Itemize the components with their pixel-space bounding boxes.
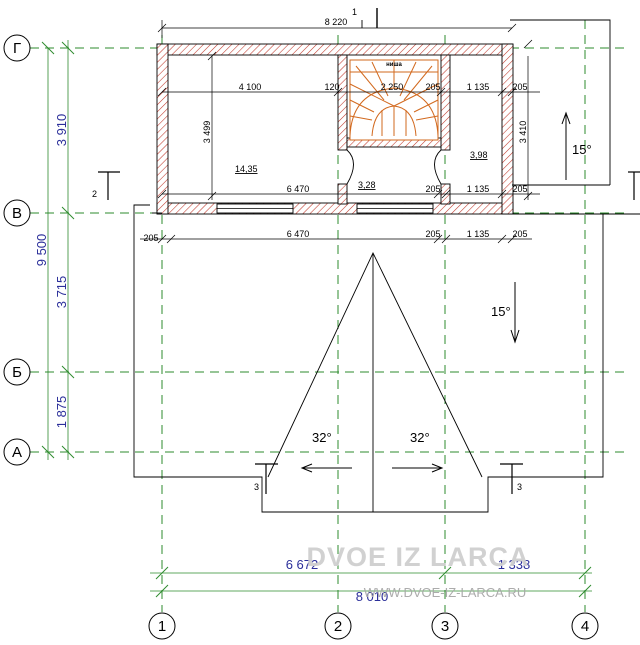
dim-3910: 3 910 (54, 114, 69, 147)
slope-right: 32° (410, 430, 430, 445)
stair-label: ниша (386, 62, 402, 68)
dim-6470-lower: 6 470 (287, 229, 310, 239)
dim-1135-mid: 1 135 (467, 184, 490, 194)
dim-8220: 8 220 (325, 17, 348, 27)
slope-mid: 15° (491, 304, 511, 319)
lower-dimension-lines (140, 234, 532, 244)
watermark-url: WWW.DVOE-IZ-LARCA.RU (364, 585, 527, 600)
dim-3499: 3 499 (202, 121, 212, 144)
slope-top: 15° (572, 142, 592, 157)
dim-120: 120 (324, 82, 339, 92)
svg-text:2: 2 (334, 618, 342, 635)
dim-6672: 6 672 (286, 557, 319, 572)
svg-text:1: 1 (158, 618, 166, 635)
watermark-brand: DVOE IZ LARCA (306, 542, 529, 572)
dim-2250: 2 250 (381, 82, 404, 92)
dim-1135-top: 1 135 (467, 82, 490, 92)
dim-205-lower-right: 205 (512, 229, 527, 239)
axis-grid (30, 20, 625, 612)
section-mark-3-right: 3 (517, 482, 522, 492)
axis-marker-v: В (3, 199, 31, 227)
dim-205-top: 205 (512, 82, 527, 92)
svg-text:4: 4 (581, 618, 589, 635)
dim-8010: 8 010 (356, 589, 389, 604)
left-dimensions (41, 40, 75, 460)
bottom-dimensions (150, 566, 592, 598)
dim-205-b: 205 (425, 184, 440, 194)
room-area-hall: 3,28 (358, 180, 376, 190)
section-mark-1: 1 (352, 7, 357, 17)
dim-205-lower-left: 205 (143, 233, 158, 243)
dim-3410: 3 410 (518, 121, 528, 144)
dim-1875: 1 875 (54, 396, 69, 429)
dim-205-c: 205 (512, 184, 527, 194)
slope-left: 32° (312, 430, 332, 445)
section-mark-2-graphic (98, 171, 640, 200)
slope-arrow-top (561, 111, 571, 180)
dim-1338: 1 338 (498, 557, 531, 572)
dim-9500: 9 500 (34, 234, 49, 267)
room-area-main: 14,35 (235, 164, 258, 174)
upper-dimension-lines (157, 39, 540, 201)
axis-marker-2: 2 (324, 612, 352, 640)
section-mark-3-graphic (255, 463, 523, 494)
dim-1135-lower: 1 135 (467, 229, 490, 239)
dim-205-lower-mid: 205 (425, 229, 440, 239)
svg-text:В: В (12, 205, 22, 222)
stair (346, 59, 442, 185)
svg-text:Б: Б (12, 364, 22, 381)
top-dimension (157, 8, 517, 38)
dim-3715: 3 715 (54, 276, 69, 309)
section-mark-3-left: 3 (254, 482, 259, 492)
axis-marker-1: 1 (148, 612, 176, 640)
axis-marker-4: 4 (571, 612, 599, 640)
dim-205-a: 205 (425, 82, 440, 92)
svg-text:А: А (12, 444, 22, 461)
dim-6470-upper: 6 470 (287, 184, 310, 194)
watermark: DVOE IZ LARCA WWW.DVOE-IZ-LARCA.RU (306, 542, 529, 600)
axis-marker-3: 3 (431, 612, 459, 640)
right-porch (510, 19, 640, 215)
dim-4100: 4 100 (239, 82, 262, 92)
lower-roof (133, 204, 604, 513)
axis-marker-b: Б (3, 358, 31, 386)
room-area-small: 3,98 (470, 150, 488, 160)
svg-text:3: 3 (441, 618, 449, 635)
axis-marker-a: А (3, 438, 31, 466)
section-mark-2: 2 (92, 189, 97, 199)
upper-building-walls (156, 43, 514, 215)
axis-marker-g: Г (3, 34, 31, 62)
svg-text:Г: Г (13, 40, 21, 57)
